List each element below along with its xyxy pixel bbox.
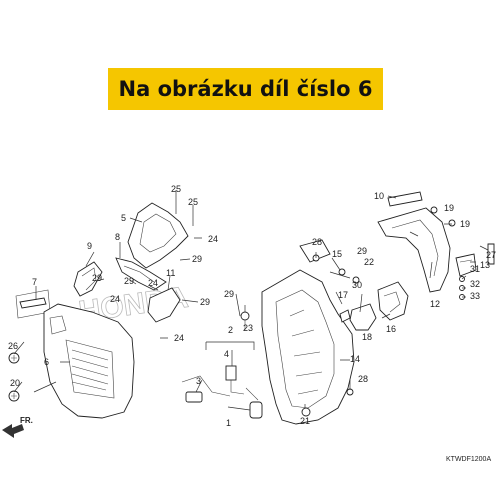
part-11-side-panel[interactable] bbox=[147, 287, 181, 323]
part-30-washer[interactable] bbox=[352, 276, 360, 284]
callout-27: 27 bbox=[486, 250, 496, 260]
callout-29: 29 bbox=[192, 254, 202, 264]
callout-14: 14 bbox=[350, 354, 360, 364]
callout-5: 5 bbox=[121, 213, 126, 223]
part-20-screw[interactable] bbox=[8, 390, 20, 402]
part-18-seal[interactable] bbox=[349, 303, 377, 331]
callout-7: 7 bbox=[32, 277, 37, 287]
part-26-screw[interactable] bbox=[8, 352, 20, 364]
callout-28: 28 bbox=[358, 374, 368, 384]
highlight-banner: Na obrázku díl číslo 6 bbox=[108, 68, 383, 110]
part-19-bolt-upper[interactable] bbox=[430, 206, 438, 214]
callout-11: 11 bbox=[166, 268, 175, 278]
callout-12: 12 bbox=[430, 299, 440, 309]
diagram-code: KTWDF1200A bbox=[446, 456, 491, 463]
callout-23: 23 bbox=[243, 323, 253, 333]
part-8-inner-stay[interactable] bbox=[115, 257, 167, 291]
callout-18: 18 bbox=[362, 332, 372, 342]
part-5-upper-cowl[interactable] bbox=[127, 202, 189, 269]
part-2-bracket-box[interactable] bbox=[181, 341, 259, 401]
part-17-clip[interactable] bbox=[339, 309, 351, 323]
part-6-front-cover[interactable] bbox=[43, 303, 135, 419]
part-10-stay[interactable] bbox=[387, 191, 423, 207]
callout-30: 30 bbox=[352, 280, 362, 290]
callout-9: 9 bbox=[87, 241, 92, 251]
callout-19: 19 bbox=[460, 219, 470, 229]
callout-32: 32 bbox=[470, 279, 480, 289]
callout-8: 8 bbox=[115, 232, 120, 242]
callout-31: 31 bbox=[470, 264, 480, 274]
part-15-lid[interactable] bbox=[299, 239, 331, 263]
callout-16: 16 bbox=[386, 324, 396, 334]
banner-text: Na obrázku díl číslo 6 bbox=[118, 77, 373, 101]
part-14-inner-cover[interactable] bbox=[261, 269, 355, 425]
callout-10: 10 bbox=[374, 191, 384, 201]
callout-19: 19 bbox=[444, 203, 454, 213]
callout-24: 24 bbox=[174, 333, 184, 343]
part-4-socket[interactable] bbox=[225, 365, 245, 395]
callout-29: 29 bbox=[224, 289, 234, 299]
callout-15: 15 bbox=[332, 249, 342, 259]
callout-21: 21 bbox=[300, 416, 310, 426]
callout-29: 29 bbox=[124, 276, 134, 286]
part-21-nut[interactable] bbox=[301, 407, 311, 417]
callout-13: 13 bbox=[480, 260, 490, 270]
part-22-bolt[interactable] bbox=[338, 268, 346, 276]
callout-20: 20 bbox=[10, 378, 20, 388]
callout-2: 2 bbox=[228, 325, 233, 335]
callout-24: 24 bbox=[148, 278, 158, 288]
callout-28: 28 bbox=[312, 237, 322, 247]
part-12-side-bracket[interactable] bbox=[377, 207, 451, 293]
callout-25: 25 bbox=[188, 197, 198, 207]
callout-29: 29 bbox=[92, 273, 102, 283]
callout-4: 4 bbox=[224, 349, 229, 359]
callout-3: 3 bbox=[196, 376, 201, 386]
front-label: FR. bbox=[20, 416, 33, 425]
callout-29: 29 bbox=[200, 297, 210, 307]
part-19-bolt-lower[interactable] bbox=[448, 219, 456, 227]
callout-26: 26 bbox=[8, 341, 18, 351]
callout-24: 24 bbox=[208, 234, 218, 244]
part-9-bracket[interactable] bbox=[73, 261, 103, 297]
callout-29: 29 bbox=[357, 246, 367, 256]
callout-6: 6 bbox=[44, 357, 49, 367]
callout-33: 33 bbox=[470, 291, 480, 301]
front-direction-arrow: FR. bbox=[2, 416, 33, 438]
callout-25: 25 bbox=[171, 184, 181, 194]
part-1-bulb[interactable] bbox=[249, 401, 263, 419]
callout-1: 1 bbox=[226, 418, 231, 428]
callout-24: 24 bbox=[110, 294, 120, 304]
part-3-bulb[interactable] bbox=[185, 391, 203, 403]
part-27-bolt[interactable] bbox=[487, 243, 495, 265]
part-13-switch-box[interactable] bbox=[455, 253, 477, 277]
part-16-grommet[interactable] bbox=[377, 281, 409, 321]
callout-22: 22 bbox=[364, 257, 374, 267]
callout-17: 17 bbox=[338, 290, 348, 300]
